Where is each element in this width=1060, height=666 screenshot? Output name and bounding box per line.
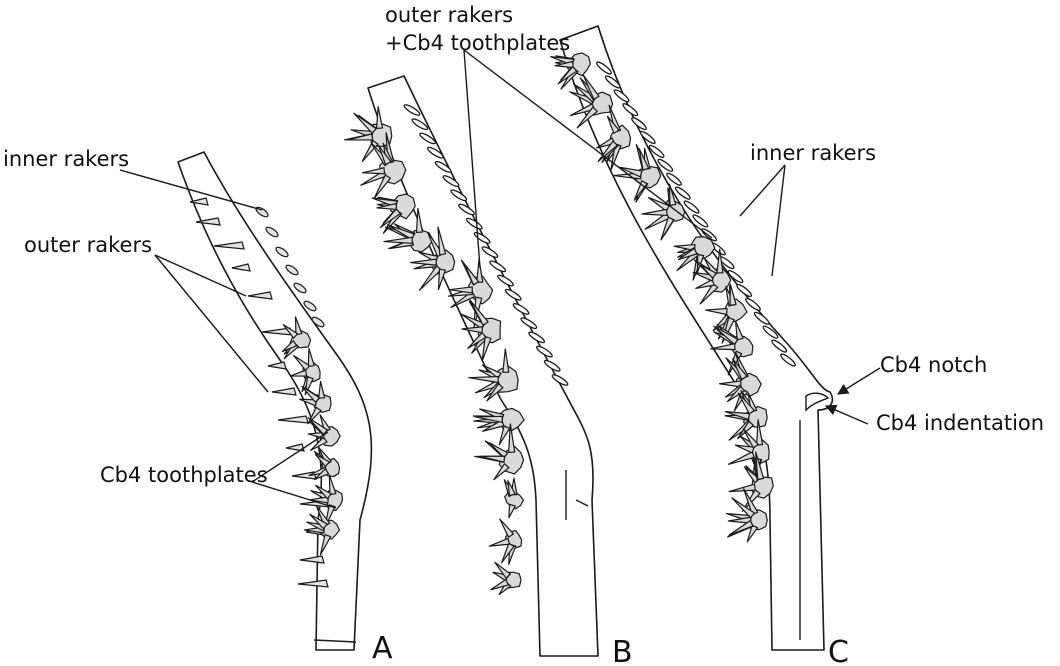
tooth bbox=[362, 168, 384, 174]
tooth bbox=[720, 381, 741, 387]
tooth bbox=[729, 452, 755, 464]
tooth bbox=[500, 519, 514, 537]
outer-raker bbox=[300, 556, 324, 563]
tooth bbox=[384, 237, 412, 243]
tooth bbox=[469, 377, 499, 383]
inner-raker bbox=[275, 246, 290, 259]
tooth bbox=[509, 504, 516, 517]
tooth bbox=[729, 484, 755, 491]
panel-label-b: B bbox=[612, 635, 633, 666]
panel-a-bone bbox=[178, 152, 371, 650]
leader-c-inner-1 bbox=[740, 165, 785, 216]
tooth bbox=[411, 259, 437, 265]
arrow-cb4-notch bbox=[838, 368, 880, 394]
outer-raker bbox=[268, 362, 286, 369]
tooth bbox=[480, 456, 504, 462]
panel-label-c: C bbox=[828, 635, 849, 666]
tooth bbox=[420, 266, 442, 290]
arrow-cb4-indentation bbox=[826, 406, 868, 424]
label-c-cb4-indentation: Cb4 indentation bbox=[876, 411, 1044, 435]
outer-raker bbox=[278, 416, 308, 423]
outer-raker bbox=[298, 580, 328, 587]
inner-raker bbox=[265, 226, 280, 239]
tooth bbox=[499, 426, 509, 445]
tooth bbox=[348, 134, 373, 140]
tooth bbox=[490, 443, 508, 458]
inner-raker bbox=[293, 282, 308, 295]
label-c-inner-rakers: inner rakers bbox=[750, 141, 876, 165]
label-c-cb4-notch: Cb4 notch bbox=[880, 353, 987, 377]
label-a-toothplates: Cb4 toothplates bbox=[100, 463, 268, 487]
panel-label-a: A bbox=[372, 631, 393, 666]
label-a-inner-rakers: inner rakers bbox=[3, 147, 129, 171]
inner-raker bbox=[255, 206, 270, 219]
tooth bbox=[735, 445, 754, 453]
panel-b-bone bbox=[345, 76, 598, 656]
leader-c-inner-2 bbox=[772, 165, 785, 276]
tooth bbox=[489, 538, 509, 546]
inner-raker bbox=[285, 264, 300, 277]
outer-raker bbox=[272, 388, 296, 395]
label-a-outer-rakers: outer rakers bbox=[24, 233, 152, 257]
label-b-toothplates: +Cb4 toothplates bbox=[385, 31, 570, 55]
label-b-outer-rakers: outer rakers bbox=[385, 3, 513, 27]
